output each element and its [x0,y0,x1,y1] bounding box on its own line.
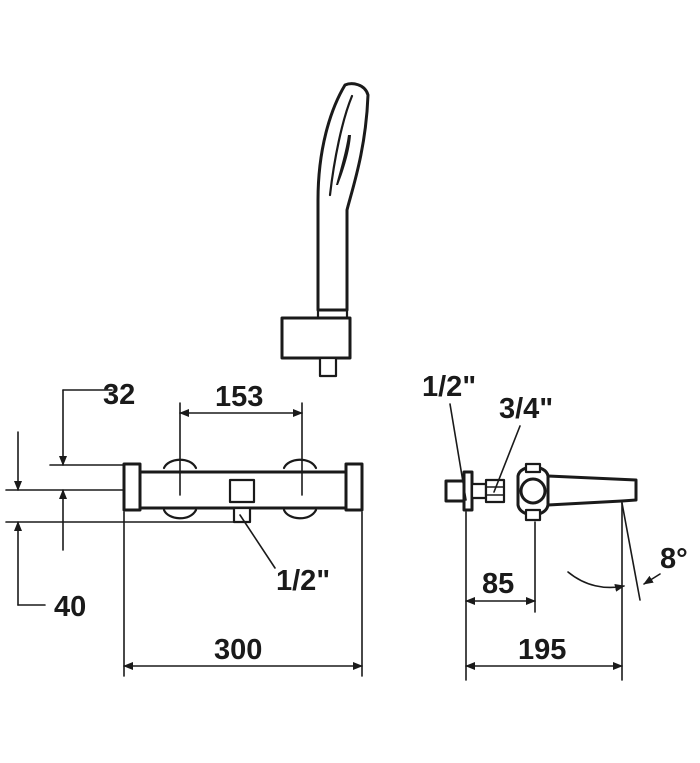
dim-32-label: 32 [103,379,135,411]
front-dimensions [5,389,363,677]
dim-300-label: 300 [214,634,262,666]
mixer-side-view [444,462,638,522]
mixer-front-view [122,458,364,524]
angle-label: 8° [660,543,688,575]
hand-shower [280,82,370,378]
dim-195-label: 195 [518,634,566,666]
thread-front-label: 1/2" [276,565,330,597]
dim-153-label: 153 [215,381,263,413]
dim-40-label: 40 [54,591,86,623]
side-dimensions [449,403,661,681]
thread-side-b-label: 3/4" [499,393,553,425]
thread-side-a-label: 1/2" [422,371,476,403]
dim-85-label: 85 [482,568,514,600]
